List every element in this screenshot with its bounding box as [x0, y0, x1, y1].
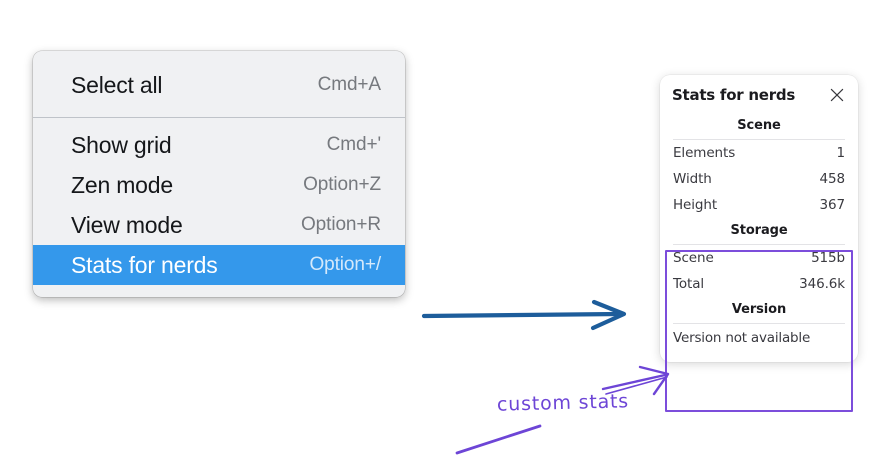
stats-for-nerds-panel: Stats for nerds Scene Elements 1 Width 4… — [660, 75, 858, 362]
section-title-scene: Scene — [737, 118, 781, 133]
menu-item-view-mode[interactable]: View mode Option+R — [33, 205, 405, 245]
menu-item-zen-mode[interactable]: Zen mode Option+Z — [33, 165, 405, 205]
stat-row: Elements 1 — [672, 140, 846, 166]
menu-item-label: View mode — [71, 211, 183, 238]
stat-row: Scene 515b — [672, 245, 846, 271]
panel-header: Stats for nerds — [672, 86, 846, 104]
menu-item-shortcut: Cmd+A — [317, 74, 381, 95]
stat-label: Height — [673, 197, 718, 213]
section-title-version: Version — [731, 302, 787, 317]
stat-row: Total 346.6k — [672, 271, 846, 297]
stat-label: Width — [673, 171, 712, 187]
menu-item-shortcut: Option+/ — [309, 254, 381, 275]
menu-item-label: Select all — [71, 71, 163, 98]
close-icon[interactable] — [828, 86, 846, 104]
menu-item-label: Stats for nerds — [71, 251, 218, 278]
menu-item-shortcut: Option+Z — [303, 174, 381, 195]
menu-divider — [33, 117, 405, 118]
stat-label: Elements — [673, 145, 736, 161]
section-separator — [673, 323, 845, 324]
section-separator — [673, 139, 845, 140]
purple-underline-stroke — [455, 424, 542, 455]
menu-item-select-all[interactable]: Select all Cmd+A — [33, 65, 405, 105]
stat-label: Total — [673, 276, 705, 292]
version-note: Version not available — [673, 330, 811, 346]
menu-item-shortcut: Option+R — [301, 214, 381, 235]
menu-item-stats-for-nerds[interactable]: Stats for nerds Option+/ — [33, 245, 405, 285]
stat-value: 1 — [836, 145, 846, 161]
menu-item-label: Zen mode — [71, 171, 173, 198]
menu-item-show-grid[interactable]: Show grid Cmd+' — [33, 125, 405, 165]
stat-row: Width 458 — [672, 166, 846, 192]
stat-value: 346.6k — [799, 276, 845, 292]
context-menu[interactable]: Select all Cmd+A Show grid Cmd+' Zen mod… — [33, 51, 405, 297]
panel-title: Stats for nerds — [672, 86, 796, 104]
menu-group-view: Show grid Cmd+' Zen mode Option+Z View m… — [33, 118, 405, 297]
annotation-label-custom-stats: custom stats — [496, 390, 630, 416]
menu-item-label: Show grid — [71, 131, 172, 158]
blue-arrow — [421, 299, 627, 331]
section-title-storage: Storage — [730, 223, 788, 238]
stat-value: 515b — [811, 250, 845, 266]
stat-label: Scene — [673, 250, 714, 266]
menu-item-shortcut: Cmd+' — [326, 134, 381, 155]
stat-value: 367 — [819, 197, 846, 213]
stat-row: Height 367 — [672, 192, 846, 218]
section-separator — [673, 244, 845, 245]
stat-value: 458 — [819, 171, 846, 187]
menu-group-edit: Select all Cmd+A — [33, 51, 405, 117]
